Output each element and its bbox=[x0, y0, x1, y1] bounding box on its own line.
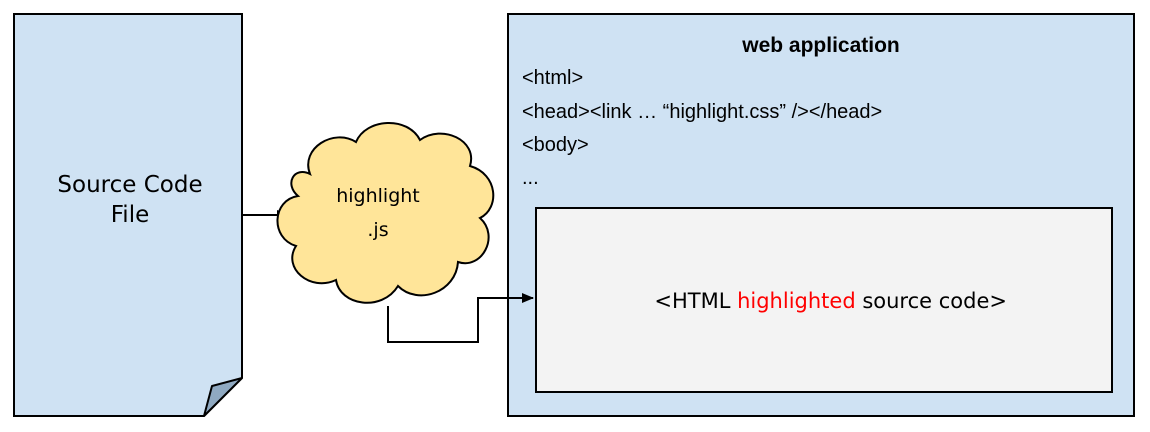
web-app-title: web application bbox=[741, 34, 900, 57]
highlighted-output-box: <HTML highlighted source code> bbox=[535, 207, 1113, 393]
cloud-label-line1: highlight bbox=[336, 185, 420, 207]
arrow-processor-to-output bbox=[387, 293, 534, 343]
code-line-body: <body> bbox=[522, 134, 589, 156]
cloud-label-line2: .js bbox=[367, 219, 388, 241]
code-line-ellipsis: ... bbox=[522, 167, 539, 189]
output-label-suffix: source code> bbox=[856, 289, 1007, 313]
output-label-highlight: highlighted bbox=[737, 289, 856, 313]
code-line-html: <html> bbox=[522, 67, 583, 89]
source-file-fold bbox=[203, 377, 243, 417]
output-rect bbox=[535, 207, 1113, 393]
source-code-file: Source Code File bbox=[13, 13, 243, 417]
source-file-label-line2: File bbox=[111, 202, 150, 228]
output-label: <HTML highlighted source code> bbox=[594, 289, 1053, 313]
output-label-prefix: <HTML bbox=[654, 289, 737, 313]
code-line-head: <head><link … “highlight.css” /></head> bbox=[522, 101, 882, 123]
source-file-label-line1: Source Code bbox=[57, 172, 202, 198]
cloud-shape bbox=[276, 122, 495, 304]
highlight-js-cloud: highlight .js bbox=[276, 122, 495, 304]
